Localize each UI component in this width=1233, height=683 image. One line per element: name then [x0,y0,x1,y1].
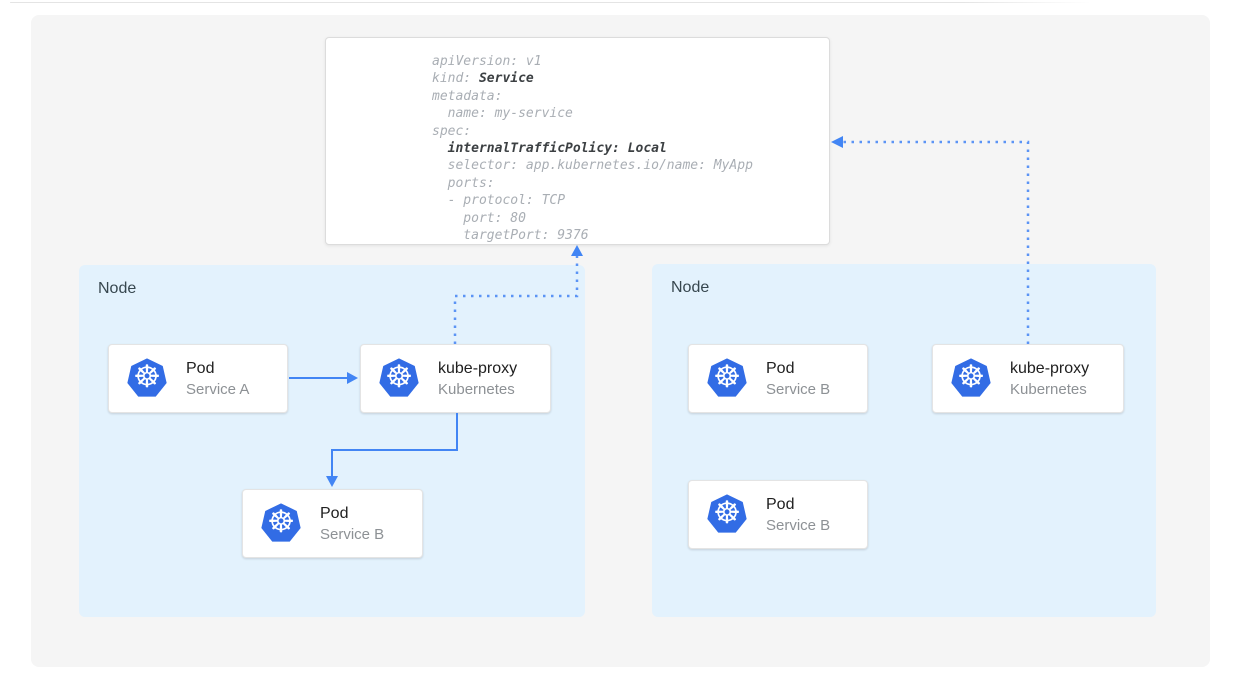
kubernetes-wheel-glyph: ☸ [385,359,413,395]
node-label: Node [671,279,710,296]
kubernetes-icon: ☸ [379,358,419,397]
yaml-line: selector: app.kubernetes.io/name: MyApp [432,158,753,174]
yaml-line: - protocol: TCP [432,193,566,209]
kubernetes-wheel-glyph: ☸ [133,359,161,395]
yaml-line: apiVersion: v1 [432,54,542,69]
card-subtitle: Kubernetes [438,380,515,398]
pod-card-service-b-left: ☸ Pod Service B [242,489,423,558]
card-title: Pod [186,359,215,377]
kube-proxy-card-right: ☸ kube-proxy Kubernetes [932,344,1124,413]
kubernetes-icon: ☸ [951,358,991,397]
yaml-line: port: 80 [432,210,526,226]
yaml-line: name: my-service [432,106,573,122]
arrowhead-up [571,245,583,256]
top-divider [10,2,1092,3]
kubernetes-icon: ☸ [707,358,747,397]
kubernetes-icon: ☸ [707,494,747,533]
yaml-line: metadata: [432,88,503,104]
card-title: Pod [766,359,795,377]
yaml-line: targetPort: 9376 [432,228,589,244]
yaml-line: internalTrafficPolicy: Local [447,141,667,157]
kubernetes-wheel-glyph: ☸ [957,359,985,395]
kubernetes-wheel-glyph: ☸ [713,495,741,531]
card-subtitle: Service B [766,516,831,534]
card-title: kube-proxy [1010,359,1090,377]
yaml-line: spec: [432,123,472,139]
node-label: Node [98,280,137,297]
pod-card-service-b-right-top: ☸ Pod Service B [688,344,868,413]
card-subtitle: Kubernetes [1010,380,1087,398]
card-subtitle: Service B [766,380,831,398]
kubernetes-wheel-glyph: ☸ [267,504,295,540]
pod-card-service-a: ☸ Pod Service A [108,344,288,413]
yaml-line: ports: [432,175,495,191]
kubernetes-icon: ☸ [127,358,167,397]
card-subtitle: Service A [186,380,250,398]
kubernetes-wheel-glyph: ☸ [713,359,741,395]
kube-proxy-card-left: ☸ kube-proxy Kubernetes [360,344,551,413]
card-subtitle: Service B [320,525,385,543]
node-left: Node ☸ Pod Service A ☸ kube-proxy Kubern… [79,265,585,617]
card-title: Pod [320,504,349,522]
kubernetes-icon: ☸ [261,503,301,542]
card-title: kube-proxy [438,359,518,377]
pod-card-service-b-right-bottom: ☸ Pod Service B [688,480,868,549]
yaml-line: kind: Service [432,71,534,87]
card-title: Pod [766,495,795,513]
arrowhead-left [831,136,843,148]
node-right: Node ☸ Pod Service B ☸ kube-proxy Kubern… [652,264,1156,617]
